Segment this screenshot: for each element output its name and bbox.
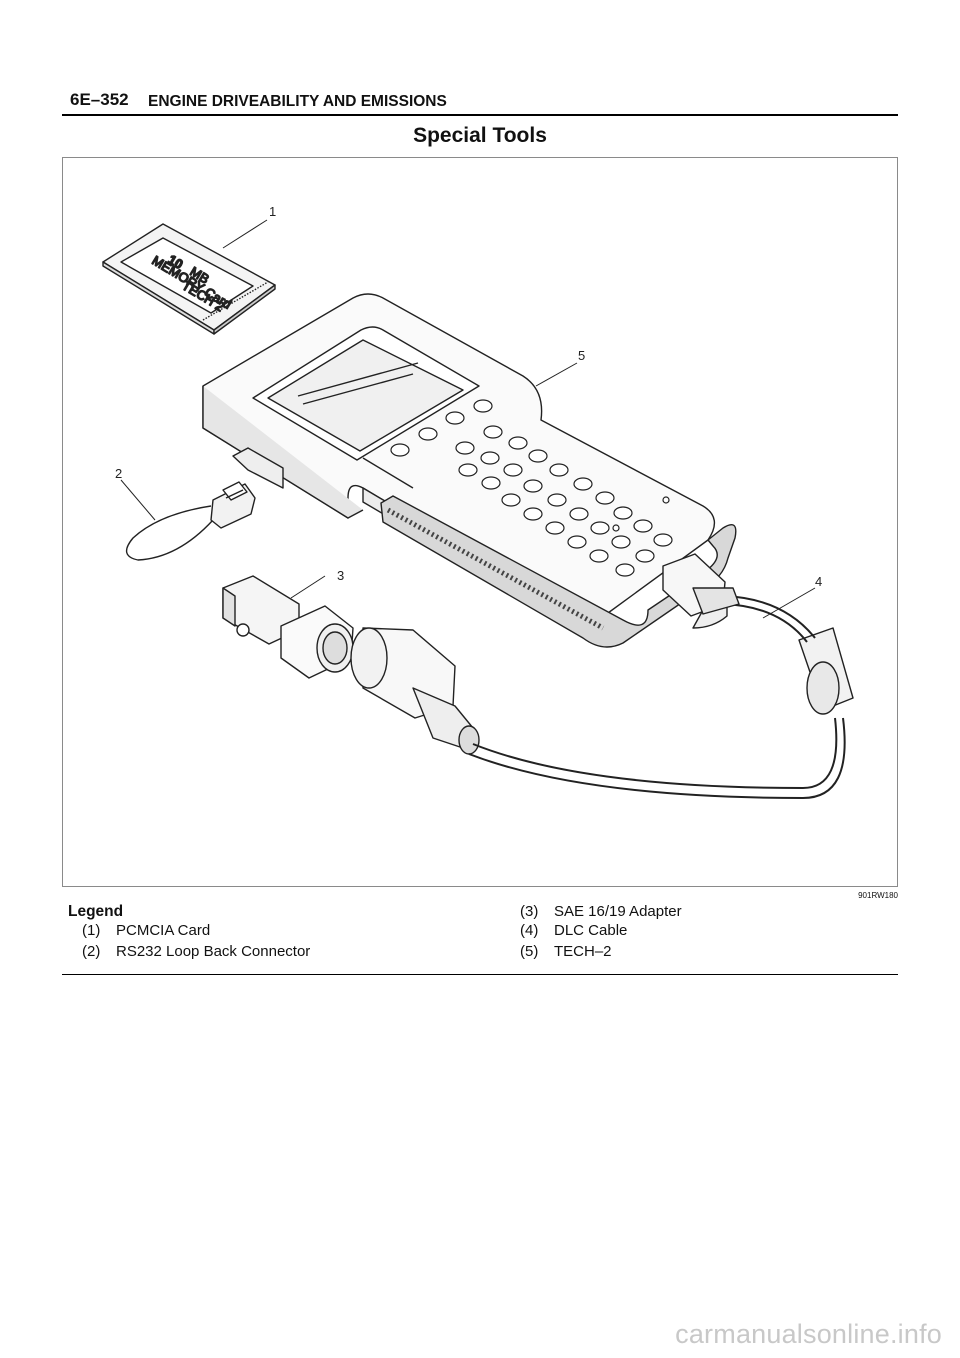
page-title: Special Tools — [413, 124, 547, 147]
page-header: 6E–352 ENGINE DRIVEABILITY AND EMISSIONS — [62, 88, 898, 116]
callout-4: 4 — [815, 574, 822, 589]
legend-number: (2) — [82, 943, 101, 960]
rs232-loopback-drawing — [125, 481, 256, 561]
tools-drawing: MEMORY Card 10 MB TECH 2 — [102, 204, 854, 799]
section-title: ENGINE DRIVEABILITY AND EMISSIONS — [148, 93, 447, 110]
callout-1: 1 — [269, 204, 276, 219]
legend-number: (1) — [82, 922, 101, 939]
page-number: 6E–352 — [70, 90, 129, 109]
legend-number: (4) — [520, 922, 539, 939]
special-tools-illustration: MEMORY Card 10 MB TECH 2 — [62, 157, 898, 887]
dlc-cable-drawing — [350, 553, 854, 799]
legend-number: (5) — [520, 943, 539, 960]
sae-adapter-drawing — [222, 575, 354, 679]
legend-number: (3) — [520, 903, 539, 920]
callout-2: 2 — [115, 466, 122, 481]
legend-label: SAE 16/19 Adapter — [554, 903, 682, 920]
legend-label: PCMCIA Card — [116, 922, 211, 939]
legend-label: DLC Cable — [554, 922, 628, 939]
tech2-scan-tool-drawing — [202, 293, 737, 648]
pcmcia-card-drawing: MEMORY Card 10 MB TECH 2 — [102, 223, 276, 335]
legend-title: Legend — [68, 903, 124, 920]
figure-code: 901RW180 — [858, 891, 898, 900]
callout-3: 3 — [337, 568, 344, 583]
footer-rule — [62, 974, 898, 975]
callout-5: 5 — [578, 348, 585, 363]
watermark: carmanualsonline.info — [675, 1319, 942, 1349]
legend-label: TECH–2 — [554, 943, 612, 960]
legend-label: RS232 Loop Back Connector — [116, 943, 311, 960]
